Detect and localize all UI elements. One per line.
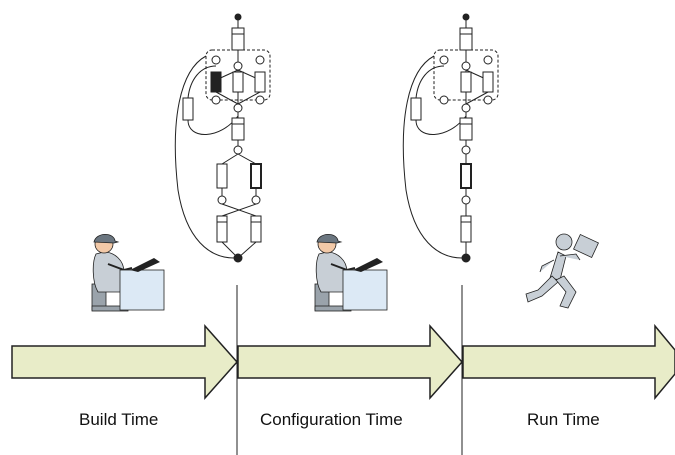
task-box bbox=[216, 163, 228, 189]
task-box bbox=[460, 163, 472, 189]
timeline-arrows bbox=[11, 323, 675, 401]
run-time-arrow bbox=[462, 323, 675, 401]
subprocess-boundary bbox=[205, 49, 271, 101]
task-box bbox=[231, 27, 245, 51]
task-box bbox=[459, 27, 473, 51]
task-box bbox=[460, 215, 472, 243]
task-box bbox=[216, 215, 228, 243]
phase-label-run: Run Time bbox=[527, 410, 600, 429]
task-box bbox=[210, 71, 222, 93]
subprocess-boundary bbox=[433, 49, 499, 101]
running-person-icon bbox=[525, 233, 599, 309]
phase-label-build: Build Time bbox=[79, 410, 159, 429]
task-box bbox=[254, 71, 266, 93]
task-box bbox=[182, 97, 194, 121]
task-box bbox=[460, 71, 472, 93]
phase-label-configuration: Configuration Time bbox=[260, 410, 403, 429]
task-box bbox=[250, 163, 262, 189]
configuration-time-arrow bbox=[237, 324, 464, 400]
task-box bbox=[410, 97, 422, 121]
task-box bbox=[232, 71, 244, 93]
build-time-arrow bbox=[11, 324, 239, 400]
task-box bbox=[459, 117, 473, 141]
designer-at-desk-icon bbox=[91, 233, 165, 312]
configurator-at-desk-icon bbox=[314, 233, 388, 312]
task-box bbox=[482, 71, 494, 93]
workflow-graph-full bbox=[174, 13, 271, 263]
task-box bbox=[231, 117, 245, 141]
task-box bbox=[250, 215, 262, 243]
workflow-graph-configured bbox=[402, 13, 499, 263]
